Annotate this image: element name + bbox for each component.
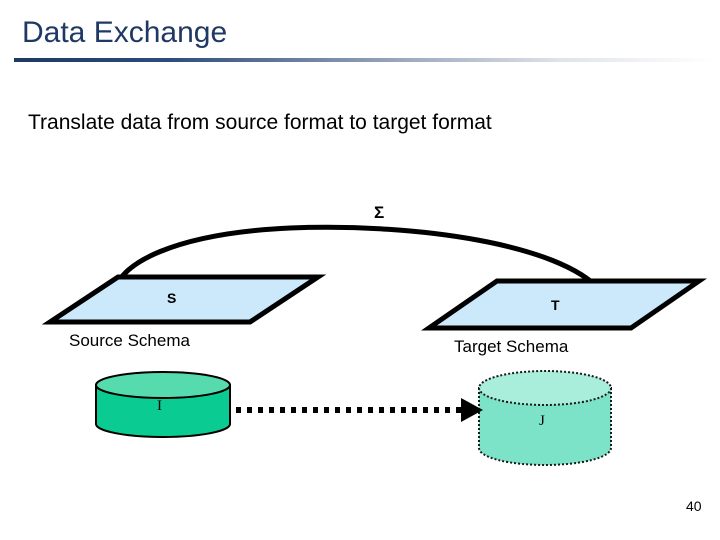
arrow-head (461, 398, 483, 422)
source-schema-label: S (167, 290, 177, 306)
source-cylinder-top (95, 371, 231, 399)
page-number: 40 (686, 498, 702, 514)
target-instance-label: J (539, 413, 545, 429)
page-title: Data Exchange (22, 16, 228, 49)
source-cylinder-body (95, 384, 231, 438)
instance-translation-arrow (236, 398, 483, 422)
sigma-mapping-arc (110, 224, 603, 302)
target-instance-cylinder (478, 370, 612, 466)
source-schema-parallelogram (41, 274, 327, 325)
target-schema-label: T (551, 297, 560, 313)
source-schema-caption: Source Schema (69, 331, 190, 350)
sigma-mapping-label: Σ (374, 203, 385, 222)
target-cylinder-body (478, 387, 612, 466)
target-schema-parallelogram (420, 278, 708, 331)
source-instance-cylinder (95, 371, 231, 438)
source-instance-label: I (157, 398, 162, 414)
title-underline-rule (14, 58, 714, 62)
target-cylinder-top (478, 370, 612, 406)
target-schema-caption: Target Schema (454, 337, 569, 356)
subtitle-text: Translate data from source format to tar… (28, 111, 492, 134)
